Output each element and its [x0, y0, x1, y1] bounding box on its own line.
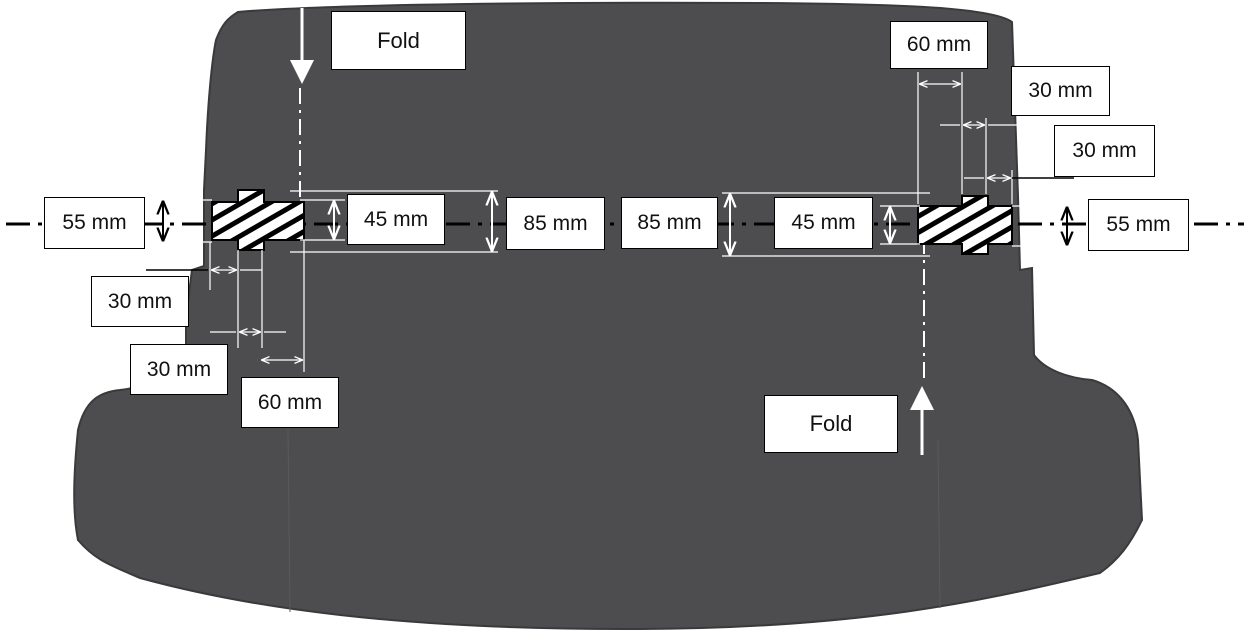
dimension-label-right-60: 60 mm — [890, 21, 988, 69]
dimension-label-right-45: 45 mm — [774, 197, 873, 249]
cargo-mat — [73, 1, 1144, 631]
fold-label-right: Fold — [764, 395, 898, 453]
up-arrow-icon — [910, 386, 934, 455]
leader-lines — [146, 177, 1074, 271]
seam-left — [287, 429, 291, 613]
dimension-label-left-55: 55 mm — [44, 197, 145, 249]
dimension-label-left-45: 45 mm — [347, 194, 445, 245]
cutout-right — [917, 195, 1013, 255]
dimension-label-right-30-lower: 30 mm — [1054, 125, 1155, 177]
dimension-label-left-85: 85 mm — [506, 197, 605, 250]
fold-label-left: Fold — [331, 11, 466, 70]
dimension-lines — [148, 72, 1080, 372]
dimension-label-left-60: 60 mm — [241, 377, 339, 428]
dimension-label-left-30-upper: 30 mm — [91, 276, 189, 327]
dimension-label-right-55: 55 mm — [1088, 199, 1189, 251]
down-arrow-icon — [290, 8, 314, 84]
dimension-label-left-30-lower: 30 mm — [130, 344, 228, 395]
seam-right — [937, 439, 941, 609]
dimension-label-right-85: 85 mm — [621, 197, 718, 249]
dimension-label-right-30-upper: 30 mm — [1011, 66, 1110, 116]
